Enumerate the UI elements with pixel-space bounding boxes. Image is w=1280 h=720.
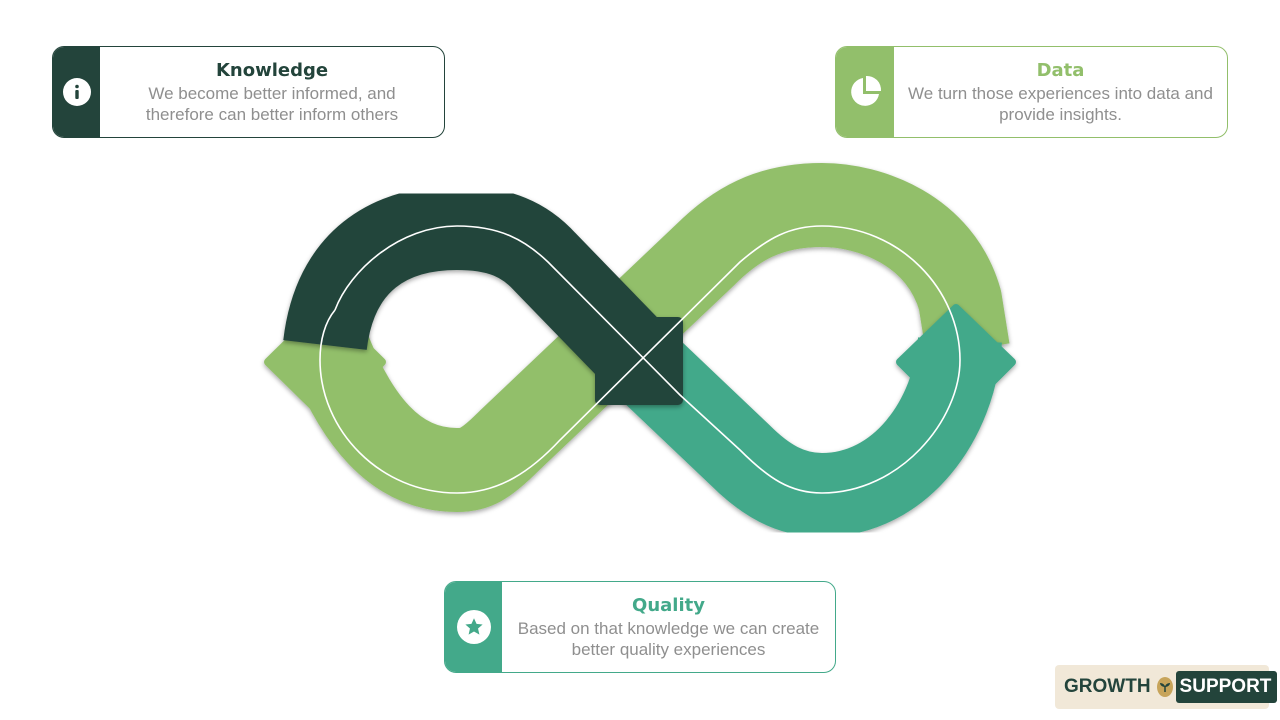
info-icon — [62, 78, 91, 106]
quality-description: Based on that knowledge we can create be… — [517, 618, 820, 659]
logo-text-support: SUPPORT — [1175, 671, 1278, 703]
data-card: Data We turn those experiences into data… — [835, 46, 1228, 138]
knowledge-card: Knowledge We become better informed, and… — [52, 46, 445, 138]
data-description: We turn those experiences into data and … — [908, 83, 1213, 124]
knowledge-description: We become better informed, and therefore… — [145, 83, 399, 124]
quality-loop-segment — [611, 304, 1016, 537]
growth-support-logo: GROWTH SUPPORT — [1055, 665, 1278, 709]
knowledge-title: Knowledge — [215, 59, 329, 81]
seed-icon — [1156, 677, 1173, 697]
quality-icon-panel — [445, 582, 502, 672]
star-icon — [456, 610, 491, 644]
data-title: Data — [1036, 59, 1085, 81]
pie-chart-icon — [851, 75, 882, 106]
quality-card: Quality Based on that knowledge we can c… — [444, 581, 836, 673]
infinity-center-line — [319, 225, 961, 494]
data-icon-panel — [836, 47, 894, 137]
knowledge-icon-panel — [53, 47, 100, 137]
quality-title: Quality — [632, 594, 705, 616]
logo-text-growth: GROWTH — [1064, 676, 1151, 697]
